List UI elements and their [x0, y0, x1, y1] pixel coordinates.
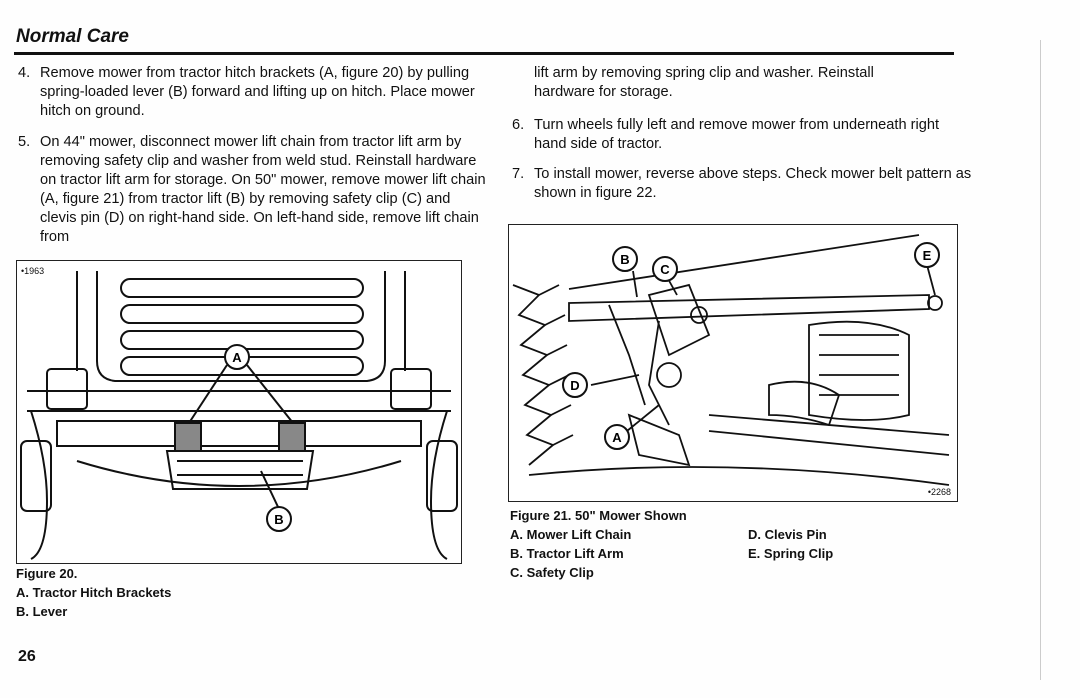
figure-21-caption-d: D. Clevis Pin — [748, 527, 827, 542]
figure-20-callout-b: B — [274, 512, 283, 527]
step-6-number: 6. — [512, 117, 525, 133]
figure-20-caption-b: B. Lever — [16, 604, 68, 619]
figure-21-caption-e: E. Spring Clip — [748, 546, 834, 561]
step-4: 4. Remove mower from tractor hitch brack… — [18, 64, 490, 121]
figure-20-caption-a: A. Tractor Hitch Brackets — [16, 585, 172, 600]
step-5-number: 5. — [18, 134, 31, 150]
mower-lift-chain-drawing: B C E D A — [512, 234, 950, 486]
figure-21-caption: Figure 21. 50" Mower Shown A. Mower Lift… — [510, 506, 687, 582]
step-6-text: Turn wheels fully left and remove mower … — [534, 117, 940, 152]
step-6: 6. Turn wheels fully left and remove mow… — [512, 116, 974, 154]
step-5-continuation: lift arm by removing spring clip and was… — [534, 65, 874, 100]
tractor-hitch-drawing: A B — [20, 271, 458, 560]
figure-20-id: •1963 — [21, 266, 45, 276]
figure-21-caption-a: A. Mower Lift Chain — [510, 527, 632, 542]
page-number: 26 — [18, 648, 36, 665]
header-rule — [14, 52, 954, 55]
figure-21-caption-right: D. Clevis Pin E. Spring Clip — [748, 525, 833, 563]
figure-21-illustration: •2268 — [508, 224, 958, 502]
figure-20-caption-title: Figure 20. — [16, 566, 78, 581]
page-edge-line — [1040, 40, 1041, 680]
figure-20-illustration: •1963 — [16, 260, 462, 564]
step-5: 5. On 44" mower, disconnect mower lift c… — [18, 133, 490, 247]
step-7: 7. To install mower, reverse above steps… — [512, 165, 974, 203]
figure-21-callout-c: C — [660, 262, 670, 277]
page-section-title: Normal Care — [16, 26, 129, 47]
step-5-text: On 44" mower, disconnect mower lift chai… — [40, 134, 486, 245]
figure-21-id: •2268 — [927, 487, 951, 497]
figure-20-callout-a: A — [232, 350, 242, 365]
figure-21-caption-c: C. Safety Clip — [510, 565, 594, 580]
figure-21-callout-d: D — [570, 378, 579, 393]
figure-21-caption-b: B. Tractor Lift Arm — [510, 546, 624, 561]
figure-20-caption: Figure 20. A. Tractor Hitch Brackets B. … — [16, 564, 171, 621]
step-7-text: To install mower, reverse above steps. C… — [534, 166, 972, 201]
step-4-number: 4. — [18, 65, 31, 81]
figure-21-callout-a: A — [612, 430, 622, 445]
figure-21-caption-title: Figure 21. 50" Mower Shown — [510, 508, 687, 523]
figure-21-callout-b: B — [620, 252, 629, 267]
step-4-text: Remove mower from tractor hitch brackets… — [40, 65, 475, 119]
step-7-number: 7. — [512, 166, 525, 182]
figure-21-callout-e: E — [923, 248, 932, 263]
